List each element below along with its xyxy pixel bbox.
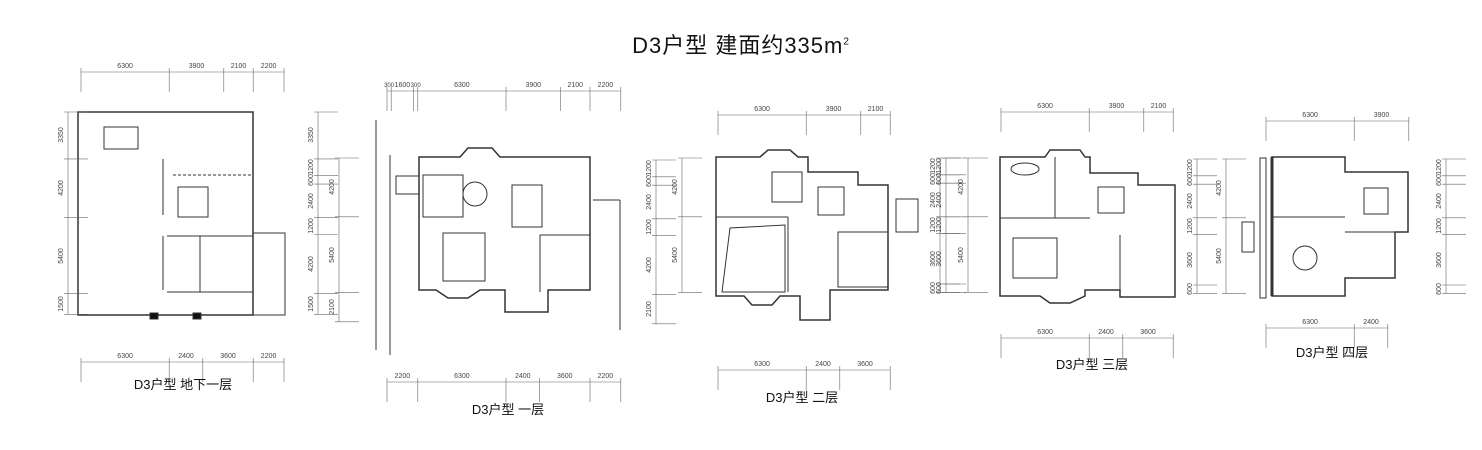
dimension-label: 600 bbox=[1436, 283, 1443, 296]
dimension-label: 1200 bbox=[1436, 218, 1443, 234]
dimension-label: 6300 bbox=[1302, 319, 1318, 326]
dimension-label: 2400 bbox=[515, 373, 531, 380]
dimension-label: 1200 bbox=[936, 217, 943, 233]
dimension-label: 5400 bbox=[329, 246, 336, 263]
dimension-label: 2400 bbox=[1363, 319, 1379, 326]
dimension-label: 2100 bbox=[646, 301, 653, 317]
dimension-label: 3600 bbox=[1436, 252, 1443, 268]
dimension-label: 4200 bbox=[646, 257, 653, 273]
dimension-label: 600 bbox=[936, 173, 943, 185]
dimension-label: 600 bbox=[936, 282, 943, 295]
plan-title-floor2: D3户型 二层 bbox=[765, 390, 839, 405]
dimension-label: 4200 bbox=[329, 179, 336, 196]
dimension-label: 1600 bbox=[394, 82, 411, 89]
dimension-label: 2400 bbox=[936, 192, 943, 208]
dimension-label: 6300 bbox=[1302, 112, 1318, 119]
dimension-label: 4200 bbox=[58, 180, 65, 197]
dimension-label: 3600 bbox=[857, 361, 873, 368]
dimension-label: 6300 bbox=[454, 82, 470, 89]
dimension-label: 3600 bbox=[1187, 252, 1194, 268]
dimension-label: 3600 bbox=[557, 373, 573, 380]
sheet-title-text: D3户型 建面约335m bbox=[632, 33, 844, 58]
dimension-label: 600 bbox=[646, 175, 653, 187]
dimension-label: 5400 bbox=[1216, 247, 1223, 264]
dimension-label: 4200 bbox=[308, 256, 315, 272]
dimension-label: 6300 bbox=[117, 63, 133, 70]
dimension-label: 1200 bbox=[1187, 218, 1194, 234]
dimension-label: 2400 bbox=[1436, 193, 1443, 209]
dimension-label: 2400 bbox=[178, 353, 194, 360]
dimension-label: 600 bbox=[308, 174, 315, 186]
sheet-title: D3户型 建面约335m2 bbox=[0, 28, 1482, 60]
dimension-lines bbox=[64, 68, 1466, 402]
dimension-label: 2100 bbox=[867, 106, 884, 113]
dimension-label: 300 bbox=[384, 83, 395, 89]
dimension-label: 3350 bbox=[308, 127, 315, 144]
dimension-label: 600 bbox=[1187, 283, 1194, 296]
dimension-label: 6300 bbox=[754, 361, 770, 368]
dimension-label: 3600 bbox=[1140, 329, 1156, 336]
dimension-label: 2400 bbox=[1187, 193, 1194, 209]
dimension-label: 3900 bbox=[1373, 112, 1390, 119]
dimension-label: 2100 bbox=[230, 63, 247, 70]
dimension-label: 2200 bbox=[260, 353, 277, 360]
dimension-label: 2400 bbox=[308, 193, 315, 209]
dimension-label: 6300 bbox=[1037, 103, 1053, 110]
plan-title-floor3: D3户型 三层 bbox=[1055, 357, 1129, 372]
plan-title-floor4: D3户型 四层 bbox=[1295, 345, 1369, 360]
dimension-label: 1200 bbox=[646, 219, 653, 235]
dimension-label: 3600 bbox=[220, 353, 236, 360]
dimension-label: 2400 bbox=[1098, 329, 1114, 336]
dimension-label: 600 bbox=[1187, 174, 1194, 186]
dimension-label: 2400 bbox=[815, 361, 831, 368]
dimension-label: 600 bbox=[1436, 174, 1443, 186]
dimension-label: 4200 bbox=[1216, 180, 1223, 197]
dimension-label: 2100 bbox=[567, 82, 584, 89]
dimension-label: 5400 bbox=[958, 246, 965, 263]
basement-plan bbox=[77, 111, 286, 320]
dimension-label: 2100 bbox=[1150, 103, 1167, 110]
dimension-label: 1200 bbox=[308, 218, 315, 234]
dimension-label: 3600 bbox=[936, 251, 943, 267]
dimension-label: 300 bbox=[410, 83, 421, 89]
dimension-label: 5400 bbox=[58, 247, 65, 264]
dimension-label: 4200 bbox=[672, 179, 679, 196]
dimension-label: 2200 bbox=[597, 373, 614, 380]
dimension-label: 2200 bbox=[597, 82, 614, 89]
floor2-plan bbox=[715, 149, 919, 321]
dimension-label: 1500 bbox=[58, 296, 65, 312]
dimension-label: 6300 bbox=[754, 106, 770, 113]
floor1-plan bbox=[375, 120, 621, 355]
floor3-plan bbox=[999, 149, 1176, 304]
dimension-label: 2200 bbox=[260, 63, 277, 70]
dimension-label: 5400 bbox=[672, 246, 679, 263]
dimension-label: 2200 bbox=[394, 373, 411, 380]
area-unit-superscript: 2 bbox=[843, 36, 850, 48]
dimension-label: 3900 bbox=[1108, 103, 1125, 110]
plan-title-floor1: D3户型 一层 bbox=[471, 402, 545, 417]
dimension-label: 3900 bbox=[825, 106, 842, 113]
dimension-label: 1500 bbox=[308, 296, 315, 312]
floor4-plan bbox=[1241, 156, 1409, 299]
dimension-label: 2100 bbox=[329, 299, 336, 315]
dimension-label: 6300 bbox=[454, 373, 470, 380]
dimension-label: 3900 bbox=[188, 63, 205, 70]
dimension-label: 6300 bbox=[117, 353, 133, 360]
dimension-label: 2400 bbox=[646, 194, 653, 210]
dimension-label: 4200 bbox=[958, 179, 965, 196]
dimension-label: 3350 bbox=[58, 127, 65, 144]
plan-title-basement: D3户型 地下一层 bbox=[133, 377, 233, 392]
dimension-label: 6300 bbox=[1037, 329, 1053, 336]
dimension-label: 3900 bbox=[525, 82, 542, 89]
